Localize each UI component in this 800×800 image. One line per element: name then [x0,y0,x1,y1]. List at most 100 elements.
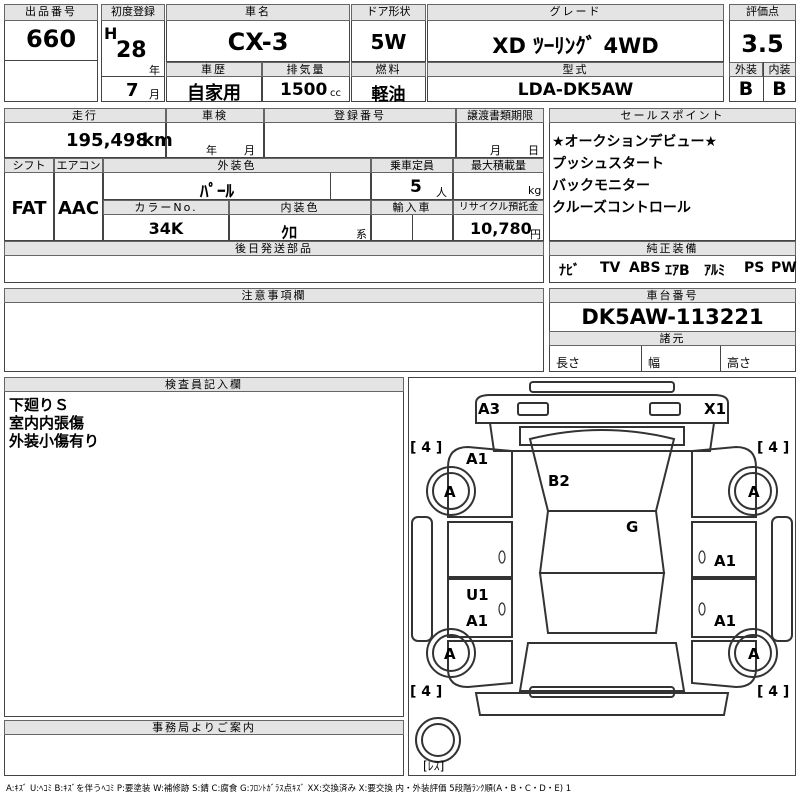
inspection-label: 車検 [166,108,264,123]
damage-mark: U1 [466,586,489,604]
transfer-day-unit: 日 [528,144,539,157]
load-label: 最大積載量 [453,158,544,173]
transfer-month-unit: 月 [490,144,501,157]
recycle-unit: 円 [530,228,541,241]
tire-tag: [ 4 ] [410,684,443,700]
tire-tag: [ 4 ] [757,684,790,700]
shift-value: FAT [11,198,47,219]
equipment-item: ｱﾙﾐ [704,263,725,279]
ext-grade-label: 外装 [729,62,763,77]
sales-point-item: プッシュスタート [552,156,664,172]
interior-color-unit: 系 [356,228,367,241]
lot-label: 出品番号 [4,4,98,21]
shift-label: シフト [4,158,54,173]
fuel-label: 燃料 [351,62,426,77]
tire-tag: [ 4 ] [410,440,443,456]
office-label: 事務局よりご案内 [4,720,404,735]
grade-value: XD ﾂｰﾘﾝｸﾞ 4WD [492,34,659,58]
interior-color-label: 内装色 [229,200,371,215]
chassis-label: 車台番号 [549,288,796,303]
model-label: 型式 [427,62,724,77]
interior-color-value: ｸﾛ [280,223,297,242]
ac-value: AAC [57,198,100,219]
equipment-item: TV [600,260,621,276]
displacement-label: 排気量 [262,62,350,77]
registration-year: 28 [116,38,147,63]
inspector-note: 外装小傷有り [9,432,100,450]
lot-number: 660 [25,25,77,53]
model-value: LDA-DK5AW [517,80,634,100]
damage-mark: A [444,483,456,501]
mileage-label: 走行 [4,108,166,123]
int-grade-label: 内装 [763,62,796,77]
damage-mark: A1 [466,450,489,468]
equipment-item: ﾅﾋﾞ [559,263,580,279]
dims-height: 高さ [727,356,752,370]
later-parts-label: 後日発送部品 [4,241,544,256]
registration-era: H [104,24,118,43]
damage-diagram [408,377,796,776]
sales-points-label: セールスポイント [549,108,796,123]
history-label: 車歴 [166,62,262,77]
colorno-value: 34K [148,219,184,238]
inspector-note: 室内内張傷 [9,414,85,432]
door-label: ドア形状 [351,4,426,21]
fuel-value: 軽油 [371,85,406,105]
import-label: 輸入車 [371,200,453,215]
chassis-number: DK5AW-113221 [581,305,764,329]
damage-mark: A [444,645,456,663]
equipment-label: 純正装備 [549,241,796,256]
ac-label: エアコン [54,158,103,173]
score-value: 3.5 [741,30,784,58]
car-name: CX-3 [227,28,289,56]
spare-tire-label: [ﾚｽ] [423,759,445,773]
dims-length: 長さ [556,356,581,370]
sales-point-item: ★オークションデビュー★ [552,134,718,150]
dims-width: 幅 [648,356,661,370]
mileage-unit: km [142,130,173,151]
damage-mark: A1 [714,612,737,630]
int-grade: B [772,78,787,100]
registration-month: 7 [126,80,139,101]
load-unit: kg [528,184,542,197]
capacity-value: 5 [410,177,422,197]
displacement-value: 1500 [280,80,328,100]
grade-label: グレード [427,4,724,21]
registration-year-unit: 年 [149,64,160,77]
sales-point-item: バックモニター [552,178,650,194]
history-value: 自家用 [187,83,241,104]
equipment-item: PS [744,260,765,276]
color-label: 外装色 [103,158,371,173]
damage-mark: B2 [548,472,570,490]
recycle-value: 10,780 [470,219,532,238]
sales-point-item: クルーズコントロール [552,200,691,216]
name-label: 車名 [166,4,350,21]
recycle-label: リサイクル預託金 [453,200,544,215]
damage-mark: G [626,518,639,536]
damage-mark: A [748,645,760,663]
equipment-item: ABS [629,260,661,276]
registration-month-unit: 月 [149,88,160,101]
tire-tag: [ 4 ] [757,440,790,456]
damage-mark: A1 [466,612,489,630]
notes-label: 注意事項欄 [4,288,544,303]
inspector-note: 下廻りＳ [9,396,70,414]
inspection-month-unit: 月 [244,144,255,157]
door-value: 5W [370,30,407,54]
damage-mark: A1 [714,552,737,570]
mileage-value: 195,498 [66,130,148,151]
plate-label: 登録番号 [264,108,456,123]
colorno-label: カラーNo. [103,200,229,215]
capacity-label: 乗車定員 [371,158,453,173]
inspection-year-unit: 年 [206,144,217,157]
inspector-label: 検査員記入欄 [4,377,404,392]
equipment-item: PW [771,260,797,276]
equipment-item: ｴｱB [665,263,690,279]
damage-mark: A3 [478,400,501,418]
car-outline [411,381,793,763]
transfer-label: 譲渡書類期限 [456,108,544,123]
color-value: ﾊﾟｰﾙ [200,182,234,202]
dims-label: 諸元 [549,331,796,346]
registration-label: 初度登録 [101,4,165,21]
score-label: 評価点 [729,4,796,21]
